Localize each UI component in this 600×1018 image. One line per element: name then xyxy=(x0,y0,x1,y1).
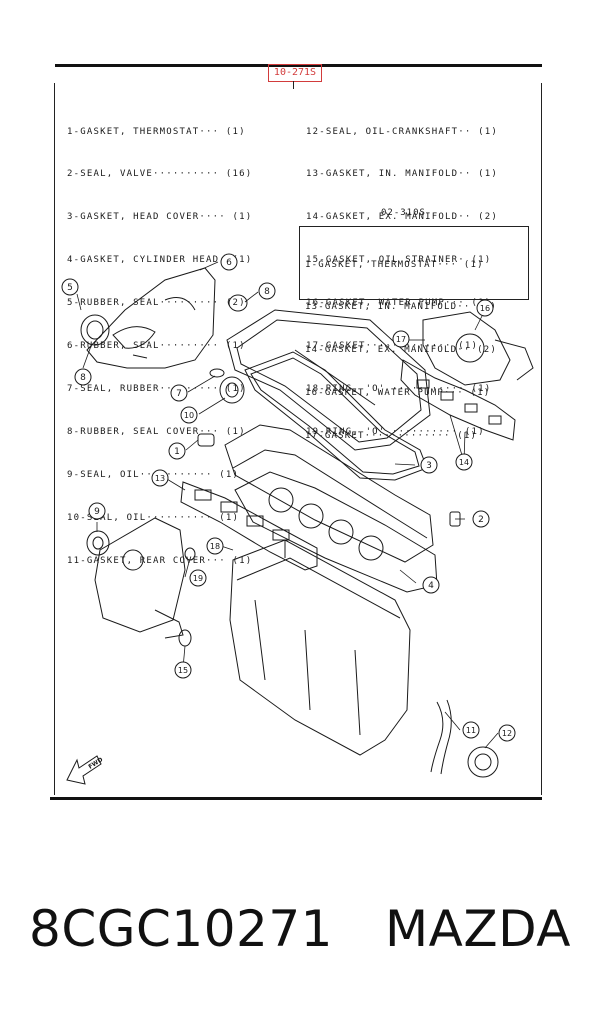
bottom-rule xyxy=(50,797,542,800)
caption: 8CGC10271 MAZDA xyxy=(0,900,600,958)
intake-manifold-gasket-drawing xyxy=(180,481,318,571)
top-rule xyxy=(55,64,542,67)
svg-text:18: 18 xyxy=(210,542,220,551)
svg-text:FWD: FWD xyxy=(87,756,104,770)
callout-4: 4 xyxy=(422,576,440,594)
callout-3: 3 xyxy=(420,456,438,474)
svg-text:12: 12 xyxy=(502,729,512,738)
frame-right xyxy=(541,83,542,795)
sub-part-line: 1-GASKET, THERMOSTAT··· (1) xyxy=(305,259,484,270)
part-line: 13-GASKET, IN. MANIFOLD·· (1) xyxy=(306,169,498,180)
callout-13: 13 xyxy=(151,469,169,487)
svg-text:13: 13 xyxy=(155,474,165,483)
fwd-arrow-icon: FWD xyxy=(66,755,104,785)
callout-19: 19 xyxy=(189,569,207,587)
sub-part-line: 17-GASKET············· (1) xyxy=(305,431,478,442)
cylinder-head-gasket-drawing xyxy=(234,471,438,593)
callout-18: 18 xyxy=(206,537,224,555)
part-line: 6-RUBBER, SEAL········· (1) xyxy=(67,341,246,352)
part-line: 15-GASKET, OIL STRAINER· (1) xyxy=(306,255,492,266)
part-line: 1-GASKET, THERMOSTAT··· (1) xyxy=(67,126,246,137)
head-cover-gasket-drawing xyxy=(244,351,428,481)
reference-code-box: 10-271S xyxy=(268,64,322,82)
part-number: 8CGC10271 xyxy=(29,900,333,958)
callout-10: 10 xyxy=(180,406,198,424)
svg-text:4: 4 xyxy=(428,581,434,591)
svg-text:8: 8 xyxy=(264,287,270,297)
oil-pump-cover-drawing xyxy=(94,517,186,639)
cylinder-head-drawing xyxy=(224,424,434,563)
callout-11: 11 xyxy=(462,721,480,739)
callout-15: 15 xyxy=(174,661,192,679)
svg-text:11: 11 xyxy=(466,726,476,735)
valve-cover-drawing xyxy=(226,309,431,451)
callout-12: 12 xyxy=(498,724,516,742)
svg-text:17: 17 xyxy=(396,335,406,344)
cylinder-block-drawing xyxy=(229,539,411,756)
svg-text:7: 7 xyxy=(176,389,182,399)
svg-text:9: 9 xyxy=(94,507,100,517)
part-line: 2-SEAL, VALVE·········· (16) xyxy=(67,169,253,180)
leader-lines xyxy=(76,261,499,749)
callout-16: 16 xyxy=(476,299,494,317)
part-line: 11-GASKET, REAR COVER··· (1) xyxy=(67,555,253,566)
callout-14: 14 xyxy=(455,453,473,471)
sub-part-line: 14-GASKET, EX. MANIFOLD·· (2) xyxy=(305,345,497,356)
part-line: 7-SEAL, RUBBER········· (1) xyxy=(67,383,246,394)
reference-tick xyxy=(293,81,294,89)
svg-text:5: 5 xyxy=(67,283,73,293)
timing-cover-drawing xyxy=(86,267,216,369)
svg-text:2: 2 xyxy=(478,515,484,525)
callout-1: 1 xyxy=(168,442,186,460)
callout-5: 5 xyxy=(61,278,79,296)
svg-text:8: 8 xyxy=(80,373,86,383)
callout-8: 8 xyxy=(74,368,92,386)
svg-text:3: 3 xyxy=(426,461,432,471)
svg-text:14: 14 xyxy=(459,458,469,467)
part-line: 8-RUBBER, SEAL COVER··· (1) xyxy=(67,426,246,437)
sub-kit-box xyxy=(299,226,529,300)
callout-7: 7 xyxy=(170,384,188,402)
part-line: 12-SEAL, OIL-CRANKSHAFT·· (1) xyxy=(306,126,498,137)
sub-part-line: 16-GASKET, WATER PUMP··· (1) xyxy=(305,388,491,399)
part-line: 5-RUBBER, SEAL········· (2) xyxy=(67,298,246,309)
part-line: 17-GASKET············· (1) xyxy=(306,341,479,352)
brand-name: MAZDA xyxy=(385,900,571,958)
svg-text:19: 19 xyxy=(193,574,203,583)
rear-cover-gasket-drawing xyxy=(430,699,499,778)
part-line: 14-GASKET, EX. MANIFOLD·· (2) xyxy=(306,212,498,223)
sub-kit-code: 02-310S xyxy=(381,208,426,218)
svg-text:10: 10 xyxy=(184,411,194,420)
water-pump-drawing xyxy=(422,311,534,386)
part-line: 4-GASKET, CYLINDER HEAD· (1) xyxy=(67,255,253,266)
callout-9: 9 xyxy=(88,502,106,520)
svg-text:1: 1 xyxy=(174,447,180,457)
part-line: 18-RING, 'O' ··········· (1) xyxy=(306,383,492,394)
callout-2: 2 xyxy=(472,510,490,528)
callout-6: 6 xyxy=(220,253,238,271)
exploded-engine-diagram: 1 2 3 4 5 6 7 8 8 9 10 11 12 13 14 15 16… xyxy=(61,253,534,785)
part-line: 3-GASKET, HEAD COVER···· (1) xyxy=(67,212,253,223)
exhaust-manifold-gaskets-drawing xyxy=(400,359,516,441)
callout-8: 8 xyxy=(258,282,276,300)
callout-17: 17 xyxy=(392,330,410,348)
frame-left xyxy=(54,83,55,795)
svg-text:16: 16 xyxy=(480,304,490,313)
loose-seals-drawing xyxy=(80,294,461,647)
callouts: 1 2 3 4 5 6 7 8 8 9 10 11 12 13 14 15 16… xyxy=(61,253,516,742)
svg-text:6: 6 xyxy=(226,258,232,268)
svg-text:15: 15 xyxy=(178,666,188,675)
